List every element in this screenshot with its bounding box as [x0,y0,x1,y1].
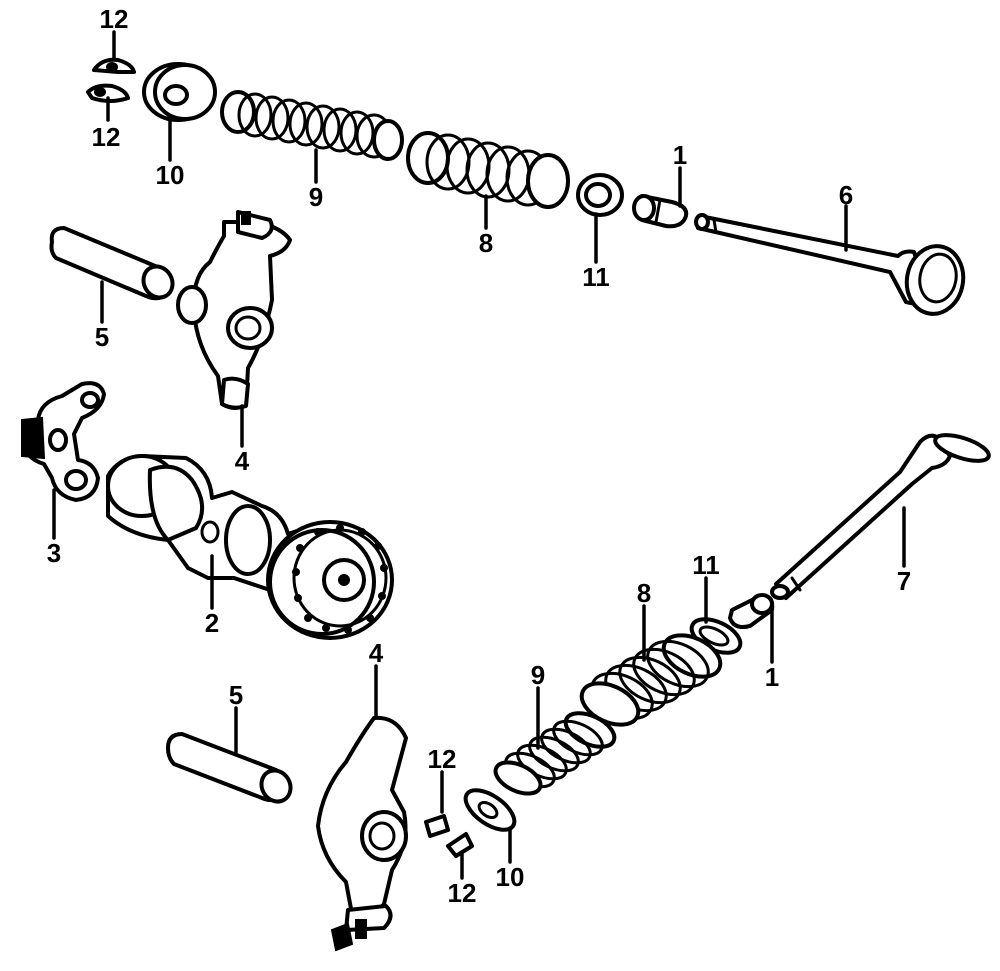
upper-spring-retainer [142,62,217,122]
upper-rocker-arm [176,210,292,410]
callout-6: 6 [839,180,853,210]
lower-valve-cotter-a [424,814,450,838]
camshaft [106,454,394,640]
exhaust-valve [694,213,966,316]
lower-inner-valve-spring [493,711,617,796]
callout-11-upper: 11 [582,262,610,292]
callout-4-upper: 4 [235,446,250,476]
callout-12-upper-b: 12 [92,122,121,152]
callout-7: 7 [897,566,911,596]
lower-valve-cotter-b [446,832,474,858]
intake-valve [770,433,991,600]
callout-9-lower: 9 [531,660,545,690]
callout-11-lower: 11 [692,550,720,580]
callout-5-lower: 5 [229,680,243,710]
callout-10-lower: 10 [496,862,525,892]
callout-4-lower: 4 [369,638,384,668]
callout-3: 3 [47,538,61,568]
upper-outer-valve-spring [406,131,570,209]
callout-8-lower: 8 [637,578,651,608]
callout-5-upper: 5 [95,322,109,352]
upper-valve-stem-seal [632,194,689,229]
upper-rocker-arm-shaft [49,226,175,301]
decompressor-cam-bracket [21,381,106,502]
lower-outer-valve-spring [579,633,723,727]
callout-12-lower-b: 12 [448,878,477,908]
leader-lines [52,30,906,880]
callout-8-upper: 8 [479,228,493,258]
callout-12-lower-a: 12 [428,744,457,774]
upper-valve-cotter-a [92,57,136,74]
callout-1-lower: 1 [765,662,779,692]
callout-12-upper-a: 12 [100,4,129,34]
upper-spring-seat-washer [576,173,624,217]
lower-rocker-arm [316,715,408,952]
callout-1-upper: 1 [673,140,687,170]
lower-valve-stem-seal [728,593,775,629]
callout-10-upper: 10 [156,160,185,190]
callout-9-upper: 9 [309,182,323,212]
lower-rocker-arm-shaft [166,732,293,804]
lower-spring-retainer [463,788,517,832]
upper-inner-valve-spring [220,90,404,161]
callout-2: 2 [205,608,219,638]
